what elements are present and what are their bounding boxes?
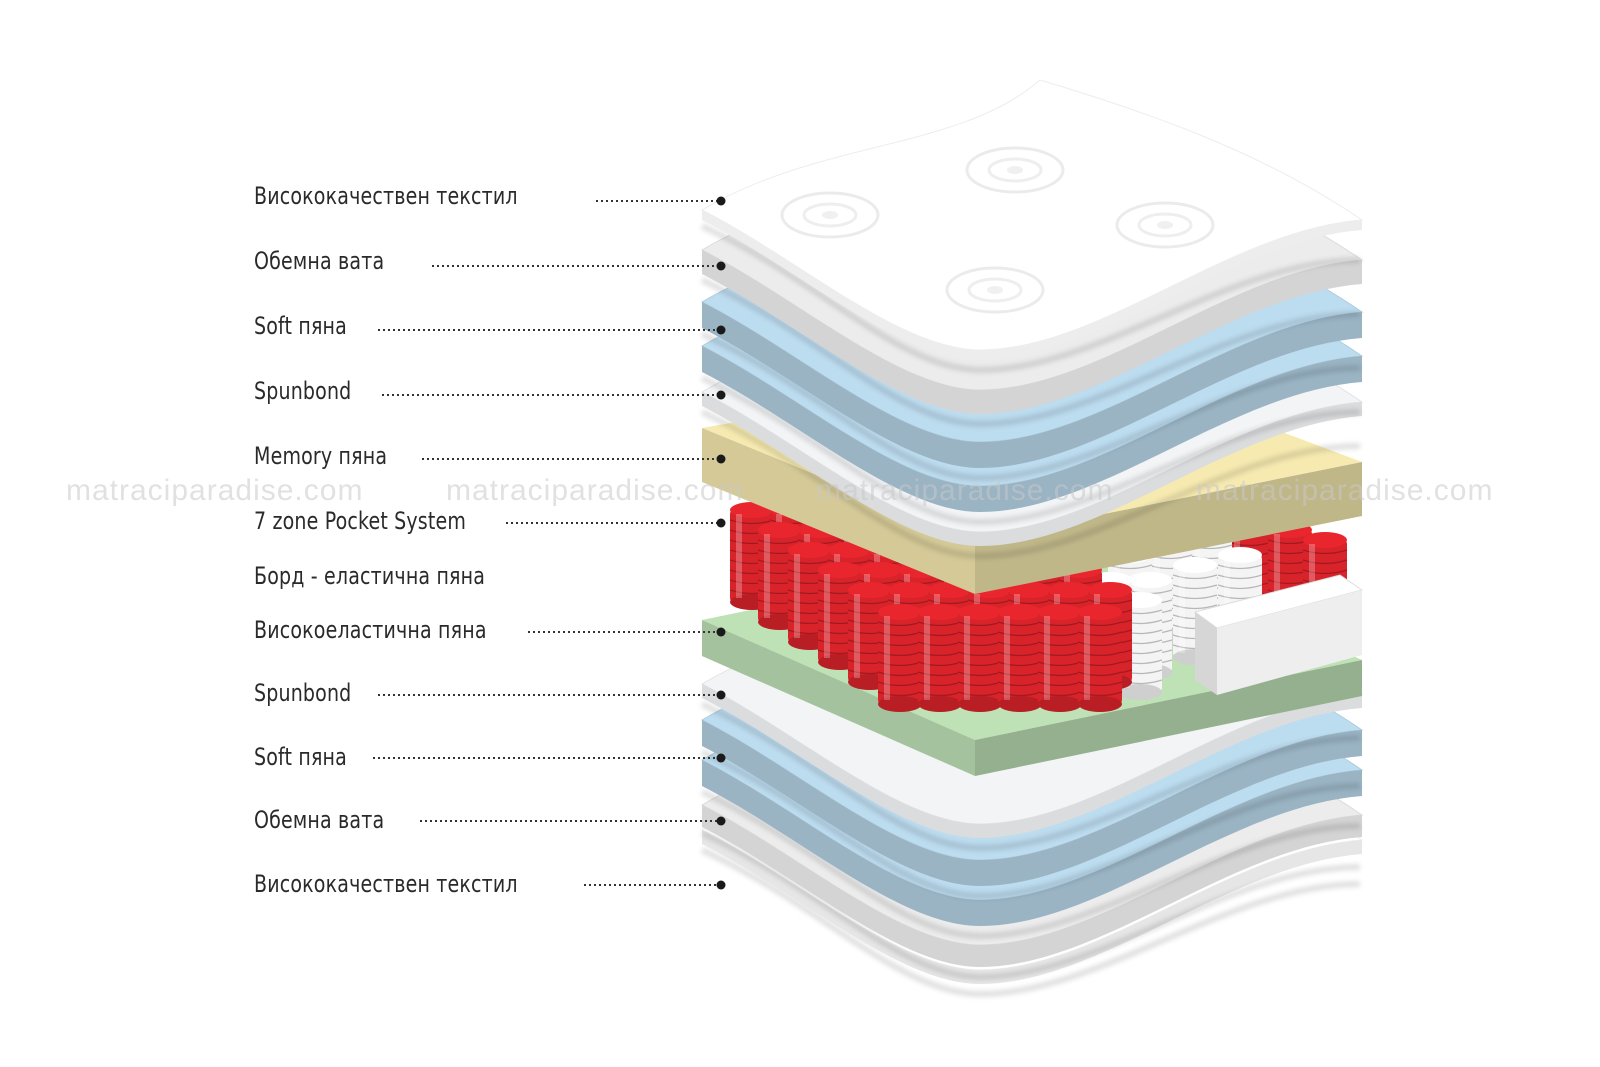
- label-memory-foam: Memory пяна: [254, 442, 388, 470]
- leader-dot: [716, 325, 726, 335]
- damask-ornament: [945, 266, 1045, 314]
- spring-coil: [917, 604, 963, 712]
- label-bottom-spunbond: Spunbond: [254, 679, 352, 707]
- leader-lines: [373, 196, 726, 890]
- leader-dot: [716, 454, 726, 464]
- leader-dot: [716, 261, 726, 271]
- label-bottom-textile: Висококачествен текстил: [254, 870, 518, 898]
- watermark-text: matraciparadise.com: [816, 474, 1114, 507]
- label-high-elastic-foam: Високоеластична пяна: [254, 616, 487, 644]
- label-bottom-wadding: Обемна вата: [254, 806, 385, 834]
- damask-ornament: [780, 191, 880, 239]
- leader-dot: [716, 390, 726, 400]
- leader-dot: [716, 627, 726, 637]
- leader-dot: [716, 518, 726, 528]
- damask-ornament: [1115, 201, 1215, 249]
- watermark-text: matraciparadise.com: [446, 474, 744, 507]
- layer-top-textile: [700, 79, 1364, 374]
- label-top-wadding: Обемна вата: [254, 247, 385, 275]
- label-top-soft-foam: Soft пяна: [254, 312, 347, 340]
- leader-dot: [716, 816, 726, 826]
- label-border-foam: Борд - еластична пяна: [254, 562, 486, 590]
- watermark-text: matraciparadise.com: [1196, 474, 1494, 507]
- layer-border-foam: [1193, 574, 1364, 695]
- leader-dot: [716, 690, 726, 700]
- spring-coil: [957, 604, 1003, 712]
- spring-coil: [877, 604, 923, 712]
- label-bottom-soft-foam: Soft пяна: [254, 743, 347, 771]
- label-pocket-springs: 7 zone Pocket System: [254, 507, 467, 535]
- leader-dot: [716, 196, 726, 206]
- label-top-spunbond: Spunbond: [254, 377, 352, 405]
- leader-dot: [716, 753, 726, 763]
- leader-dot: [716, 880, 726, 890]
- damask-ornament: [965, 146, 1065, 194]
- spring-coil: [1037, 604, 1083, 712]
- spring-coil: [1077, 604, 1123, 712]
- label-top-textile: Висококачествен текстил: [254, 182, 518, 210]
- watermark-text: matraciparadise.com: [66, 474, 364, 507]
- spring-coil: [997, 604, 1043, 712]
